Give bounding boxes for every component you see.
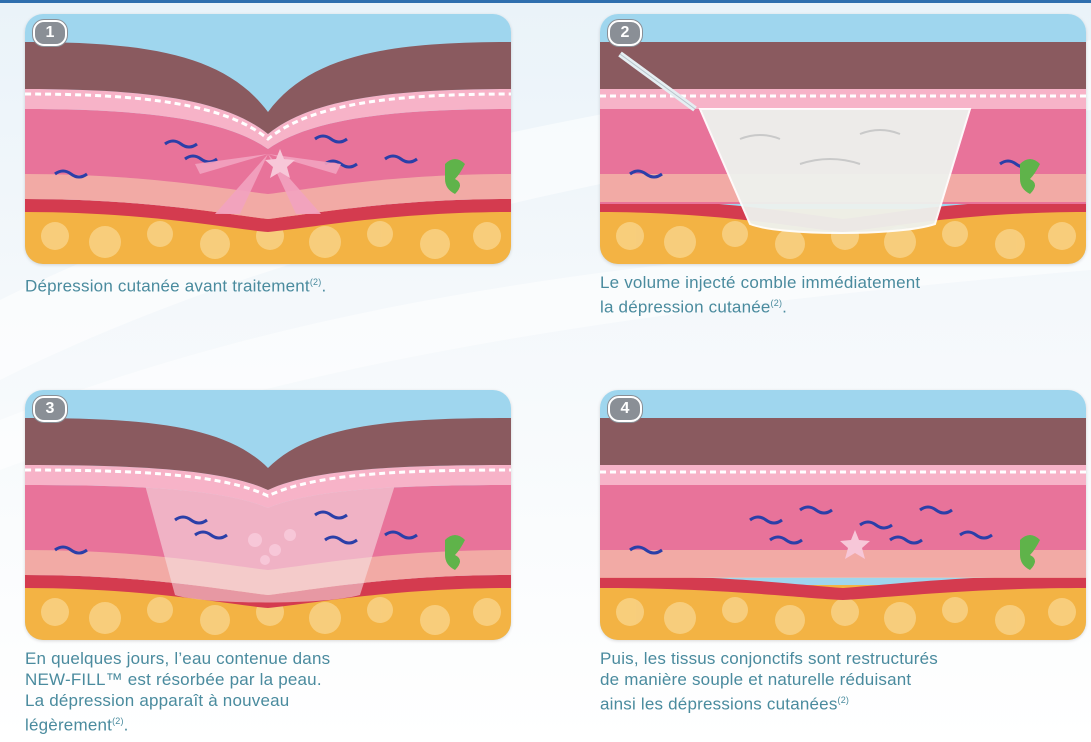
caption: En quelques jours, l’eau contenue dans N… [25,648,515,736]
skin-illustration-resorption [25,390,511,640]
step-badge: 2 [608,20,642,46]
caption: Dépression cutanée avant traitement(2). [25,272,515,297]
skin-illustration-before [25,14,511,264]
caption: Puis, les tissus conjonctifs sont restru… [600,648,1090,715]
skin-illustration-restructured [600,390,1086,640]
step-badge: 4 [608,396,642,422]
caption: Le volume injecté comble immédiatement l… [600,272,1090,318]
step-badge: 1 [33,20,67,46]
step-badge: 3 [33,396,67,422]
skin-illustration-injection [600,14,1086,264]
